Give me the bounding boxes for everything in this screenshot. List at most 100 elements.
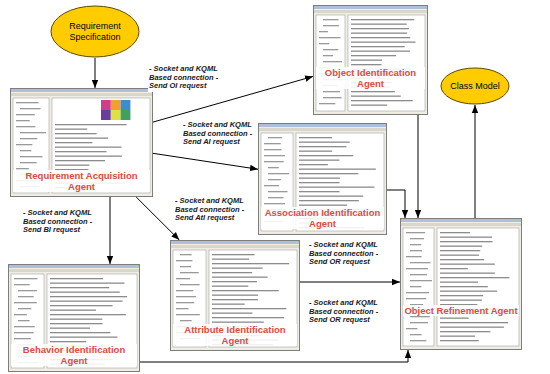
- text-row: [55, 165, 89, 166]
- tree-item: [323, 55, 333, 56]
- picture-patch: [111, 110, 121, 120]
- text-row: [440, 277, 509, 278]
- tree-item: [264, 143, 281, 144]
- tree-item: [268, 191, 288, 192]
- text-row: [440, 241, 493, 242]
- text-row: [351, 100, 413, 101]
- text-row: [351, 33, 407, 34]
- tree-item: [410, 238, 424, 239]
- text-row: [50, 287, 109, 288]
- text-row: [299, 182, 340, 183]
- text-row: [50, 332, 110, 333]
- text-row: [55, 142, 92, 143]
- picture-patch: [101, 110, 111, 120]
- window-frame: [11, 89, 153, 197]
- agent-label-area: Attribute Identification Agent: [173, 324, 297, 348]
- window-titlebar: [171, 241, 299, 244]
- text-row: [55, 129, 87, 130]
- tree-item: [180, 320, 192, 321]
- ellipse-node: Requirement Specification: [50, 5, 140, 58]
- connector-label: - Socket and KQML Based connection - Sen…: [22, 208, 102, 236]
- text-row: [50, 323, 103, 324]
- arrow-connector: [110, 197, 111, 264]
- text-row: [50, 319, 102, 320]
- text-row: [55, 147, 122, 148]
- text-row: [212, 308, 286, 309]
- text-row: [299, 137, 332, 138]
- node-shape: [400, 218, 522, 350]
- connector-label: - Socket and KQML Based connection - Sen…: [308, 240, 392, 268]
- text-row: [440, 259, 484, 260]
- text-row: [299, 151, 332, 152]
- text-row: [440, 282, 478, 283]
- tree-item: [20, 162, 37, 163]
- window-frame: [171, 241, 300, 351]
- text-row: [212, 254, 255, 255]
- arrow-connector: [153, 153, 258, 169]
- text-panel: [348, 15, 425, 111]
- arrow-connector: [140, 350, 408, 362]
- tree-item: [180, 254, 192, 255]
- tree-item: [176, 278, 190, 279]
- text-row: [299, 178, 340, 179]
- text-row: [440, 318, 469, 319]
- text-row: [299, 173, 358, 174]
- window-frame: [401, 219, 522, 350]
- tree-item: [323, 91, 340, 92]
- text-row: [299, 200, 359, 201]
- tree-item: [410, 322, 428, 323]
- text-row: [212, 286, 248, 287]
- text-row: [299, 155, 353, 156]
- text-row: [351, 64, 381, 65]
- text-row: [351, 91, 395, 92]
- tree-item: [14, 278, 37, 279]
- tree-item: [319, 37, 341, 38]
- tree-item: [410, 286, 421, 287]
- window-frame: [314, 6, 428, 115]
- text-row: [50, 310, 96, 311]
- text-row: [212, 299, 258, 300]
- arrow-connector: [418, 115, 419, 218]
- text-row: [212, 272, 252, 273]
- text-row: [440, 237, 492, 238]
- text-row: [55, 124, 127, 125]
- tree-item: [410, 334, 422, 335]
- tree-item: [18, 290, 37, 291]
- picture-patch: [121, 100, 131, 110]
- tree-item: [14, 302, 37, 303]
- text-row: [440, 273, 495, 274]
- picture-patch: [111, 100, 121, 110]
- text-row: [212, 268, 263, 269]
- tree-panel: [403, 228, 434, 346]
- tree-item: [176, 290, 193, 291]
- window-menubar: [314, 10, 427, 13]
- window-menubar: [9, 269, 139, 272]
- tree-item: [16, 144, 32, 145]
- ellipse-text-area: Class Model: [448, 67, 503, 105]
- agent-window: Behavior Identification Agent: [8, 264, 140, 372]
- arrow-connector: [387, 190, 405, 218]
- text-row: [351, 51, 410, 52]
- tree-item: [406, 232, 425, 233]
- tree-item: [323, 25, 339, 26]
- text-row: [212, 259, 249, 260]
- text-panel: [437, 228, 519, 346]
- text-row: [351, 19, 414, 20]
- window-frame: [259, 124, 387, 235]
- text-row: [50, 341, 86, 342]
- tree-item: [319, 43, 329, 44]
- window-titlebar: [11, 89, 152, 92]
- tree-item: [14, 338, 31, 339]
- tree-item: [410, 274, 427, 275]
- tree-item: [20, 150, 31, 151]
- text-row: [212, 317, 284, 318]
- window-menubar: [171, 245, 299, 248]
- tree-item: [410, 340, 426, 341]
- text-row: [212, 304, 245, 305]
- text-row: [440, 286, 488, 287]
- text-row: [50, 301, 123, 302]
- text-row: [50, 314, 126, 315]
- arrow-connector: [136, 197, 179, 240]
- window-titlebar: [401, 219, 521, 222]
